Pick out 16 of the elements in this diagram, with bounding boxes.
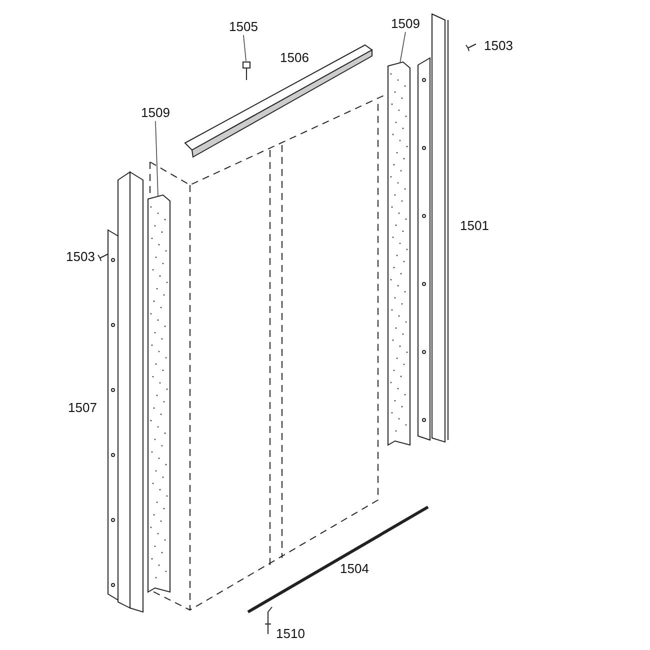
callout-number: 1509 xyxy=(141,105,170,120)
callout-number: 1504 xyxy=(340,561,369,576)
callout-number: 1509 xyxy=(391,16,420,31)
callout-number: 1507 xyxy=(68,400,97,415)
leader-line xyxy=(400,32,406,64)
callout-number: 1501 xyxy=(460,218,489,233)
callout-number: 1503 xyxy=(484,38,513,53)
callout-number: 1506 xyxy=(280,50,309,65)
insulation-panel-drawing xyxy=(388,61,410,446)
callout-number: 1505 xyxy=(229,19,258,34)
callout-number: 1510 xyxy=(276,626,305,641)
leader-line xyxy=(243,34,246,62)
leader-line xyxy=(155,120,158,196)
screw-drawing xyxy=(242,62,250,80)
insulation-panel-drawing xyxy=(148,194,170,593)
callout-number: 1503 xyxy=(66,249,95,264)
